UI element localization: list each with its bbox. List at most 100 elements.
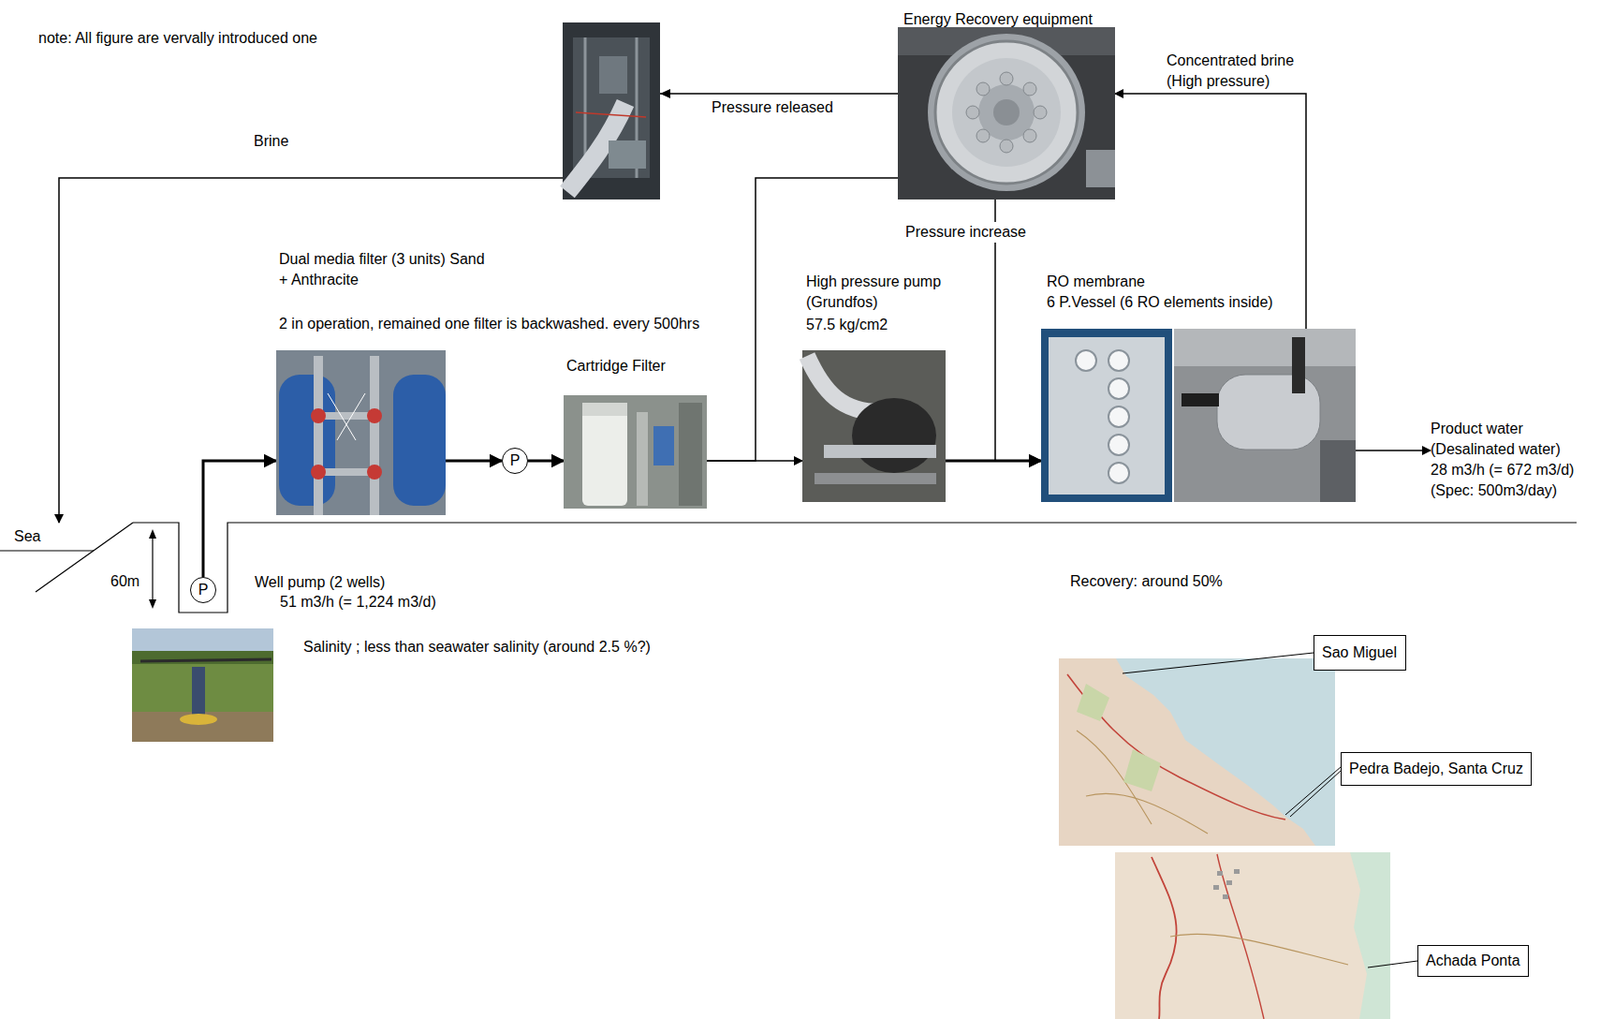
well-photo-part [132, 711, 274, 742]
note-text: Recovery: around 50% [1070, 571, 1223, 592]
dual-media-filter-photo-part [276, 350, 446, 515]
note-text: Salinity ; less than seawater salinity (… [303, 636, 651, 658]
node-detail: 51 m3/h (= 1,224 m3/d) [279, 591, 437, 613]
pump-symbol: P [501, 447, 529, 474]
edge-label: Pressure increase [903, 221, 1028, 243]
depth-dimension-part [151, 533, 153, 604]
ro-membrane-photo-part-part [1108, 434, 1130, 456]
map-lower-part [1213, 868, 1240, 899]
cartridge-filter-photo-part [653, 425, 675, 466]
equipment-photo-box: High pressure pump (Grundfos)57.5 kg/cm2 [802, 350, 946, 502]
well-pump-symbol: PWell pump (2 wells)51 m3/h (= 1,224 m3/… [190, 576, 217, 603]
node-heading: RO membrane [1046, 271, 1145, 293]
energy-recovery-photo-part [897, 27, 1116, 56]
brine-outlet-photo-part [562, 22, 661, 200]
node-heading: Sea [14, 526, 41, 547]
cartridge-filter-photo-part [582, 402, 628, 506]
node-heading: Dual media filter (3 units) Sand + Anthr… [278, 249, 487, 291]
ro-membrane-photo-part [1041, 328, 1173, 502]
ro-membrane-photo-part-part [1108, 462, 1130, 484]
dual-media-filter-photo-part [366, 408, 382, 424]
brine-outlet-photo [562, 22, 661, 200]
energy-recovery-photo-part [897, 27, 1116, 200]
node-heading: Sao Miguel [1321, 642, 1397, 663]
energy-recovery-photo-part [978, 84, 1035, 141]
callout-leader-part [1367, 960, 1418, 968]
high-pressure-pump-photo-part [807, 355, 881, 412]
dual-media-filter-photo-part [366, 464, 382, 480]
ro-membrane-photo-part-part [1108, 406, 1130, 427]
energy-recovery-photo-part-part [999, 139, 1013, 153]
equipment-photo-box: Cartridge Filter [563, 395, 707, 509]
map-lower-part-part [1233, 868, 1240, 874]
dual-media-filter-photo [276, 350, 446, 515]
well-photo [132, 628, 274, 742]
well-photo-part [191, 666, 206, 719]
edge-label: Concentrated brine (High pressure) [1166, 50, 1317, 92]
node-detail: 28 m3/h (= 672 m3/d) [1430, 459, 1574, 481]
ro-membrane-photo-part [1320, 440, 1356, 502]
flow-connector [1115, 93, 1307, 329]
callout-leader-part [1290, 770, 1341, 817]
flow-connector [706, 177, 898, 461]
node-detail: Well pump (2 wells) [254, 572, 385, 593]
node-detail: 2 in operation, remained one filter is b… [278, 313, 700, 335]
node-heading: Energy Recovery equipment [903, 9, 1093, 30]
energy-recovery-photo-part [927, 33, 1086, 191]
energy-recovery-photo-part-part [976, 82, 990, 96]
well-photo-part [140, 659, 272, 661]
energy-recovery-photo-part-part [1023, 82, 1037, 96]
ro-membrane-photo-part [1174, 328, 1356, 502]
brine-outlet-photo-part [572, 37, 650, 178]
map-upper-part [1076, 730, 1152, 824]
node-heading: P [502, 448, 528, 473]
map-lower-part-part [1213, 884, 1219, 890]
product-output: Product water (Desalinated water)28 m3/h… [1430, 418, 1595, 513]
ro-membrane-photo-part [1075, 350, 1130, 484]
map-lower [1115, 851, 1391, 1019]
cartridge-filter-photo-part [678, 402, 703, 506]
map-lower-part-part [1226, 880, 1233, 885]
callout-leader-part [1285, 766, 1341, 815]
cartridge-filter-photo [563, 395, 707, 509]
map-callout: Achada Ponta [1417, 944, 1529, 977]
well-photo-part [132, 628, 274, 742]
map-upper-part [1058, 658, 1316, 846]
node-heading: Cartridge Filter [566, 355, 666, 377]
map-callout: Sao Miguel [1313, 634, 1407, 671]
map-lower-part [1170, 933, 1349, 965]
dual-media-filter-photo-part [313, 411, 380, 420]
node-heading: Product water (Desalinated water) [1430, 418, 1579, 460]
ground-profile-part [0, 549, 94, 551]
ro-membrane-photo-part [1174, 328, 1356, 367]
energy-recovery-photo-part [952, 58, 1061, 167]
map-lower-part [1350, 851, 1391, 1019]
node-detail: 6 P.Vessel (6 RO elements inside) [1046, 292, 1274, 313]
node-heading: Pedra Badejo, Santa Cruz [1349, 758, 1524, 779]
depth-dimension [148, 528, 157, 609]
dual-media-filter-photo-part [313, 468, 380, 476]
map-lower-part-part [1222, 894, 1229, 899]
sea-region: Sea [9, 522, 94, 549]
high-pressure-pump-photo-part [814, 472, 937, 485]
cartridge-filter-photo-part [636, 411, 648, 506]
energy-recovery-photo-part [993, 99, 1020, 126]
cartridge-filter-photo-part [582, 402, 628, 416]
ro-membrane-photo-part [1291, 337, 1306, 394]
ro-membrane-photo [1041, 328, 1356, 502]
dual-media-filter-photo-part [313, 355, 323, 515]
note-text: note: All figure are vervally introduced… [38, 28, 318, 49]
dual-media-filter-photo-part [278, 374, 336, 506]
high-pressure-pump-photo [802, 350, 946, 502]
flow-connector [528, 459, 564, 463]
ro-membrane-photo-part [1217, 374, 1321, 450]
brine-outlet-photo-part [575, 112, 646, 118]
energy-recovery-photo-part [935, 41, 1078, 184]
map-upper-part [1076, 683, 1110, 721]
map-lower-part [1115, 851, 1391, 1019]
map-lower-part [1217, 853, 1264, 1019]
callout-leader [1122, 652, 1418, 968]
well-photo-part [132, 628, 274, 655]
map-lower-part [1151, 856, 1177, 1019]
